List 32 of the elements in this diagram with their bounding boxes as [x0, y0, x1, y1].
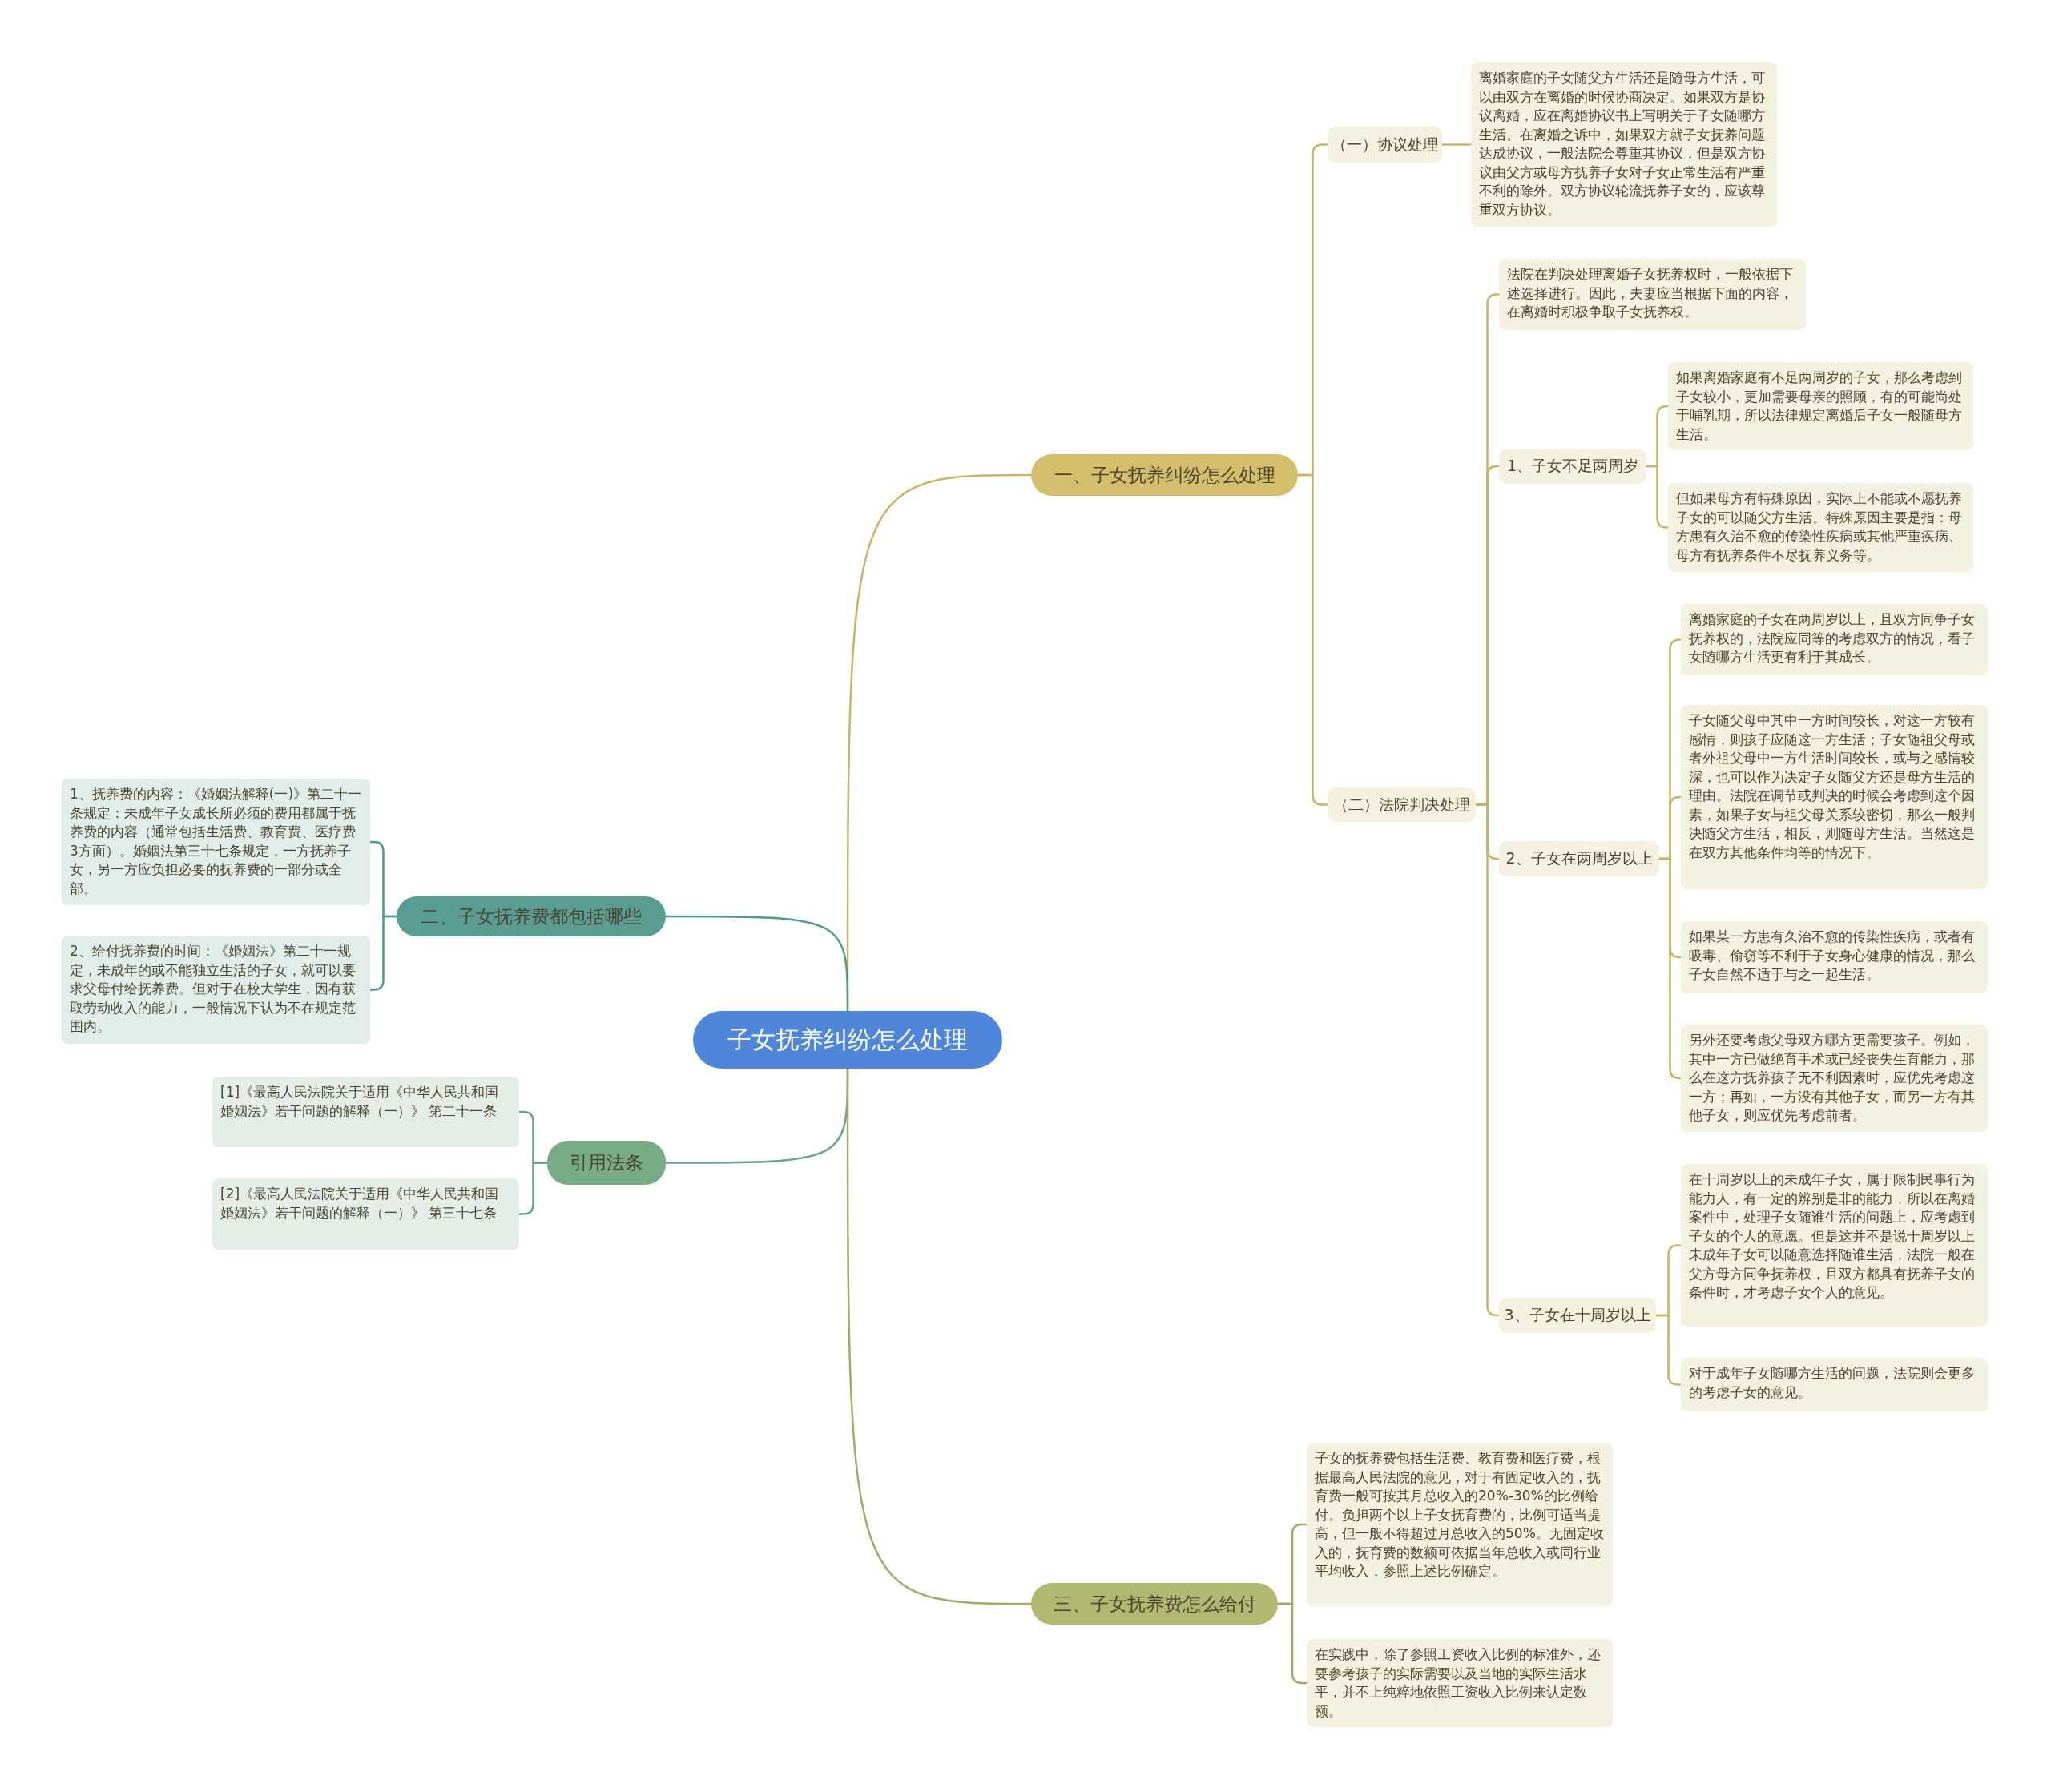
- branch-topic: 二、子女抚养费都包括哪些: [397, 896, 666, 936]
- subtopic-box: 2、子女在两周岁以上: [1499, 841, 1659, 876]
- text-box: 对于成年子女随哪方生活的问题，法院则会更多的考虑子女的意见。: [1681, 1358, 1988, 1411]
- subtopic-box: （二）法院判决处理: [1328, 787, 1476, 822]
- connector-line: [1298, 473, 1328, 806]
- text-box: 但如果母方有特殊原因，实际上不能或不愿抚养子女的可以随父方生活。特殊原因主要是指：母方患有久治不愈的传染性疾病或其他严重疾病、母方有抚养条件不尽抚养义务等。: [1668, 483, 1973, 572]
- text-box: 2、给付抚养费的时间：《婚姻法》第二十一规定，未成年的或不能独立生活的子女，就可以要求父母付给抚养费。但对于在校大学生，因有获取劳动收入的能力，一般情况下认为不在规定范围内。: [62, 936, 370, 1044]
- text-box: 如果某一方患有久治不愈的传染性疾病，或者有吸毒、偷窃等不利于子女身心健康的情况，那么子女自然不适于与之一起生活。: [1681, 921, 1988, 993]
- text-box: 另外还要考虑父母双方哪方更需要孩子。例如，其中一方已做绝育手术或已经丧失生育能力，那么在这方抚养孩子无不利因素时，应优先考虑这一方；再如，一方没有其他子女，而另一方有其他子女，则应优先考虑前者。: [1681, 1025, 1988, 1132]
- text-box: 子女随父母中其中一方时间较长，对这一方较有感情，则孩子应随这一方生活；子女随祖父母或者外祖父母中一方生活时间较长，或与之感情较深，也可以作为决定子女随父方还是母方生活的理由。法院在调节或判决的时候会考虑到这个因素，如果子女与祖父母关系较密切，那么一般判决随父方生活，相反，则随母方生活。当然这是在双方其他条件均等的情况下。: [1681, 705, 1988, 889]
- text-box: 子女的抚养费包括生活费、教育费和医疗费，根据最高人民法院的意见，对于有固定收入的，抚育费一般可按其月总收入的20%-30%的比例给付。负担两个以上子女抚育费的，比例可适当提高，但一般不得超过月总收入的50%。无固定收入的，抚育费的数额可依据当年总收入或同行业平均收入，参照上述比例确定。: [1307, 1443, 1613, 1606]
- text-box: 离婚家庭的子女随父方生活还是随母方生活，可以由双方在离婚的时候协商决定。如果双方是协议离婚，应在离婚协议书上写明关于子女随哪方生活。在离婚之诉中，如果双方就子女抚养问题达成协议，一般法院会尊重其协议，但是双方协议由父方或母方抚养子女对子女正常生活有严重不利的除外。双方协议轮流抚养子女的，应该尊重双方协议。: [1471, 62, 1777, 227]
- text-box: [1]《最高人民法院关于适用《中华人民共和国婚姻法》若干问题的解释（一）》 第二十一条: [212, 1077, 519, 1147]
- subtopic-box: 3、子女在十周岁以上: [1499, 1298, 1656, 1333]
- text-box: 如果离婚家庭有不足两周岁的子女，那么考虑到子女较小，更加需要母亲的照顾，有的可能尚处于哺乳期，所以法律规定离婚后子女一般随母方生活。: [1668, 362, 1973, 450]
- text-box: 在实践中，除了参照工资收入比例的标准外，还要参考孩子的实际需要以及当地的实际生活水平，并不上纯粹地依照工资收入比例来认定数额。: [1307, 1639, 1613, 1727]
- subtopic-box: （一）协议处理: [1328, 127, 1442, 163]
- branch-topic: 一、子女抚养纠纷怎么处理: [1031, 454, 1298, 496]
- branch-topic: 三、子女抚养费怎么给付: [1031, 1583, 1278, 1625]
- branch-topic: 引用法条: [547, 1141, 666, 1185]
- subtopic-box: 1、子女不足两周岁: [1499, 449, 1646, 484]
- central-topic: 子女抚养纠纷怎么处理: [693, 1011, 1002, 1069]
- text-box: 离婚家庭的子女在两周岁以上，且双方同争子女抚养权的，法院应同等的考虑双方的情况，看子女随哪方生活更有利于其成长。: [1681, 604, 1988, 675]
- text-box: 1、抚养费的内容：《婚姻法解释(一)》第二十一条规定：未成年子女成长所必须的费用都属于抚养费的内容（通常包括生活费、教育费、医疗费3方面）。婚姻法第三十七条规定，一方抚养子女，另一方应负担必要的抚养费的一部分或全部。: [62, 779, 370, 905]
- connector-line: [846, 1069, 1031, 1605]
- connector-line: [1442, 143, 1471, 146]
- connector-line: [1659, 857, 1682, 1080]
- text-box: 在十周岁以上的未成年子女，属于限制民事行为能力人，有一定的辨别是非的能力，所以在离婚案件中，处理子女随谁生活的问题上，应考虑到子女的个人的意愿。但是这并不是说十周岁以上未成年子女可以随意选择随谁生活，法院一般在父方母方同争抚养权，且双方都具有抚养子女的条件时，才考虑子女个人的意见。: [1681, 1164, 1988, 1327]
- text-box: [2]《最高人民法院关于适用《中华人民共和国婚姻法》若干问题的解释（一）》 第三十七条: [212, 1178, 519, 1250]
- text-box: 法院在判决处理离婚子女抚养权时，一般依据下述选择进行。因此，夫妻应当根据下面的内容，在离婚时积极争取子女抚养权。: [1499, 259, 1806, 330]
- connector-line: [666, 915, 849, 1011]
- connector-line: [1646, 465, 1669, 529]
